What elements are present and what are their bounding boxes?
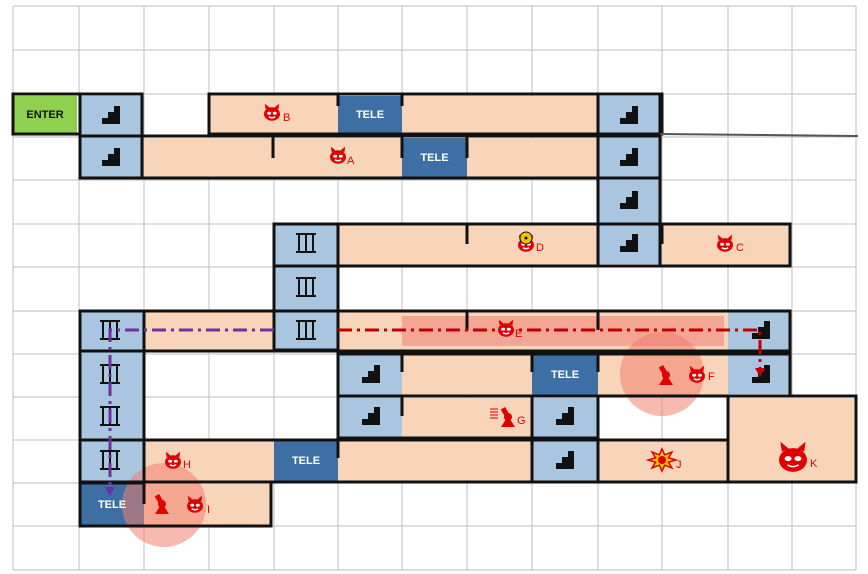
- radiation-icon: [519, 231, 533, 245]
- enemy-letter: A: [347, 155, 355, 167]
- stairs-icon: [618, 191, 638, 209]
- tele-room: [532, 355, 598, 395]
- enemy-letter: F: [708, 371, 715, 383]
- enemy-letter: I: [207, 504, 211, 516]
- enemy-i-devil-icon: [187, 495, 203, 513]
- enemies-layer: [154, 103, 807, 514]
- turret-icon: [500, 406, 515, 427]
- stairs-icon: [618, 106, 638, 124]
- enemy-letter: G: [517, 415, 526, 427]
- tele-label[interactable]: TELE: [550, 369, 580, 381]
- elevator-icon: [296, 277, 316, 297]
- explosion-icon: [645, 446, 679, 474]
- enemy-k-devil-icon: [779, 441, 807, 472]
- enemy-letter: C: [736, 242, 744, 254]
- tele-room: [402, 138, 467, 178]
- path-purple: [108, 328, 274, 490]
- tele-label[interactable]: TELE: [420, 152, 449, 164]
- room: [402, 96, 598, 134]
- stairs-icon: [360, 365, 380, 383]
- stairs-icon: [100, 106, 120, 124]
- path-red: [338, 328, 762, 370]
- road-line: [659, 133, 859, 137]
- stairs-icon: [100, 148, 120, 166]
- enemy-f-devil-icon: [689, 365, 705, 383]
- tele-room: [274, 441, 338, 481]
- elevator-icon: [296, 233, 316, 253]
- stairs-icon: [554, 451, 574, 469]
- door-ticks: [142, 94, 664, 504]
- stairs-icon: [618, 148, 638, 166]
- turret-icon: [154, 493, 169, 514]
- stairs-icons: [100, 106, 770, 469]
- tele-room: [338, 96, 402, 134]
- tele-label[interactable]: TELE: [97, 498, 127, 511]
- room: [338, 441, 532, 481]
- elevator-icon: [296, 320, 316, 340]
- stairs-icon: [554, 407, 574, 425]
- stairs-icon: [360, 407, 380, 425]
- enemy-e-devil-icon: [498, 319, 514, 337]
- enemy-b-devil-icon: [264, 103, 280, 121]
- path-red-arrow: [755, 368, 765, 377]
- enemy-letter: K: [810, 458, 818, 470]
- enter-label[interactable]: ENTER: [26, 109, 64, 121]
- path-purple-arrow: [105, 487, 115, 496]
- enemy-letter: E: [515, 328, 523, 340]
- enemy-letter: H: [183, 459, 191, 471]
- turret-icon: [658, 364, 673, 385]
- enemy-letter: J: [676, 459, 682, 471]
- enemy-letter: B: [283, 112, 291, 124]
- wall-outlines: [11, 92, 858, 528]
- stairs-icon: [618, 234, 638, 252]
- tele-label[interactable]: TELE: [355, 109, 385, 121]
- tele-label[interactable]: TELE: [291, 455, 321, 467]
- stairs-icon: [750, 321, 770, 339]
- enter-room: [13, 96, 77, 134]
- room: [402, 398, 532, 438]
- enemy-letter: D: [536, 242, 544, 254]
- enemy-c-devil-icon: [717, 234, 733, 252]
- enemy-a-devil-icon: [330, 146, 346, 164]
- enemy-h-devil-icon: [165, 451, 181, 469]
- room: [467, 138, 598, 178]
- room: [402, 355, 532, 395]
- turret-lines-icon: [490, 408, 498, 419]
